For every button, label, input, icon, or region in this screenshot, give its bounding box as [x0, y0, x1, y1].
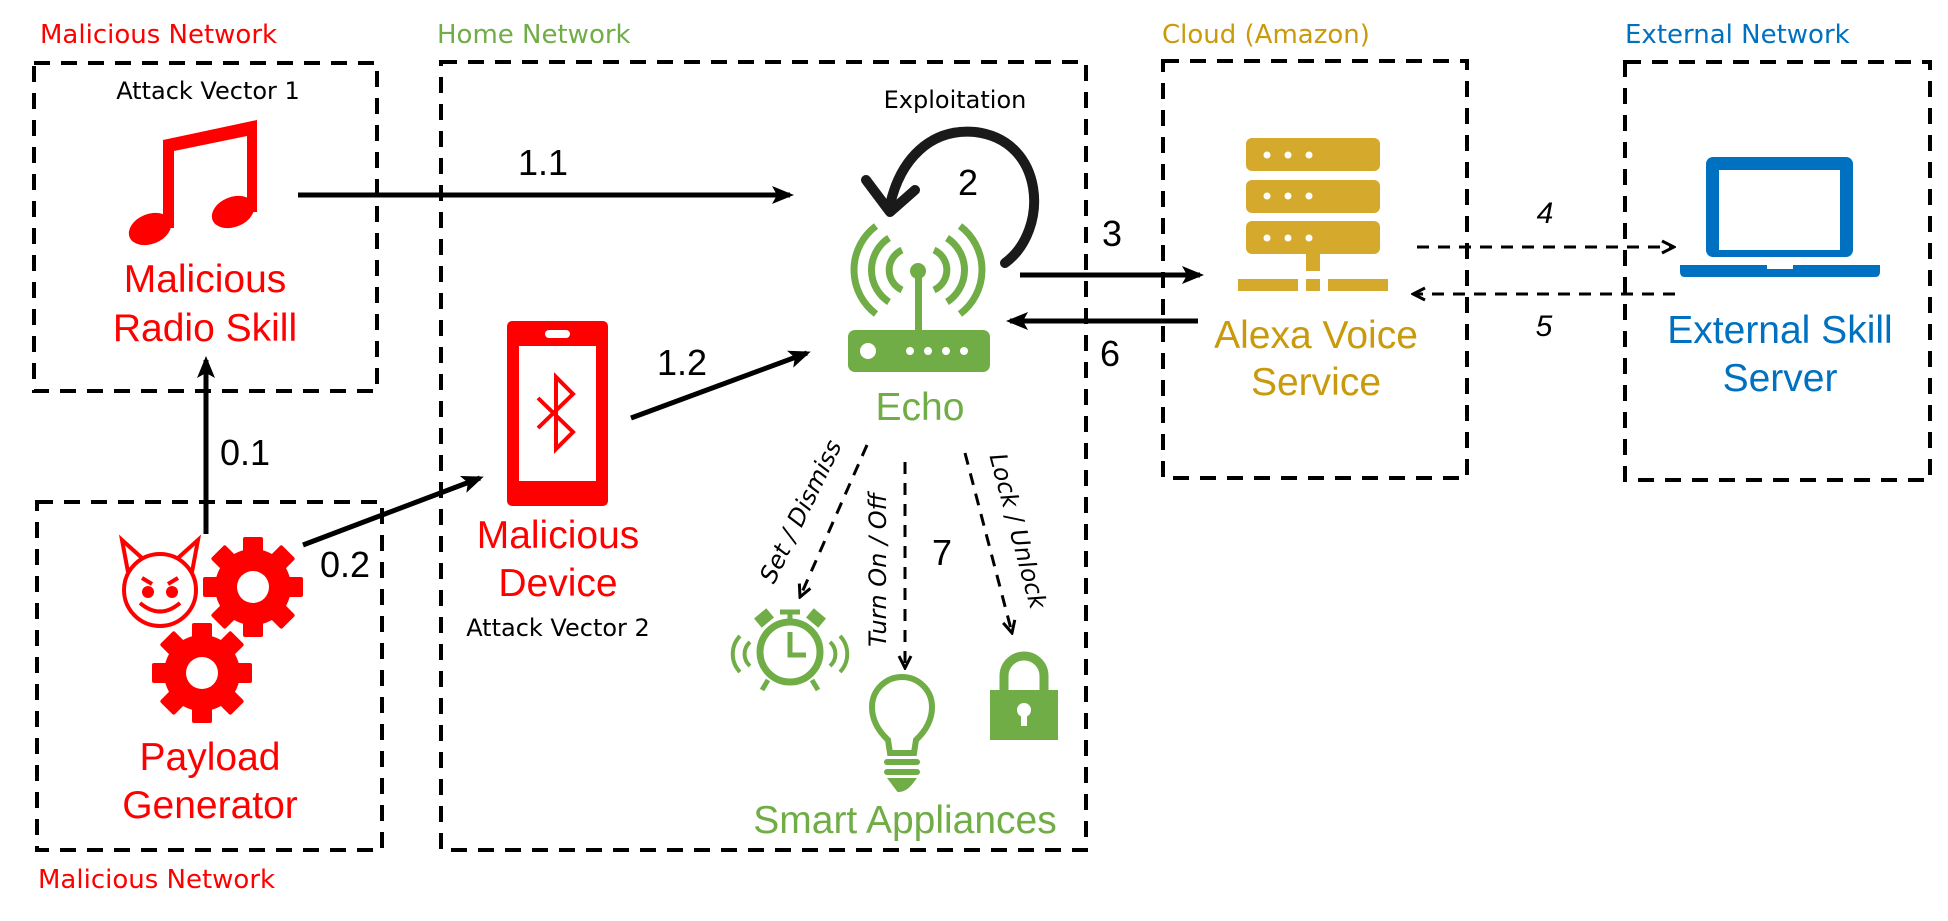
arrow-set-dismiss — [800, 444, 869, 597]
padlock-icon — [990, 651, 1058, 740]
edge-label-0-2: 0.2 — [320, 544, 370, 585]
edge-label-1-1: 1.1 — [518, 142, 568, 183]
avs-title-line2: Service — [1251, 361, 1381, 404]
laptop-icon — [1680, 157, 1880, 277]
edge-label-6: 6 — [1100, 333, 1120, 374]
edge-label-2: 2 — [958, 162, 978, 203]
action-label-light: Turn On / Off — [864, 490, 892, 647]
avs-title-line1: Alexa Voice — [1214, 314, 1418, 357]
zone-title-external: External Network — [1625, 20, 1850, 50]
alarm-clock-icon — [730, 608, 850, 692]
device-title-line2: Device — [498, 562, 617, 605]
payload-title-line1: Payload — [140, 736, 281, 779]
zone-title-malicious-top: Malicious Network — [40, 20, 277, 50]
external-server-title-line2: Server — [1723, 357, 1838, 400]
music-note-icon — [128, 120, 257, 246]
arrow-1-2 — [630, 350, 811, 421]
exploitation-label: Exploitation — [884, 86, 1027, 114]
edge-label-1-2: 1.2 — [657, 342, 707, 383]
payload-title-line2: Generator — [122, 784, 298, 827]
bluetooth-phone-icon — [507, 321, 608, 506]
exploitation-loop-arrow — [861, 126, 1040, 268]
external-network-box — [1623, 60, 1932, 482]
action-label-lock: Lock / Unlock — [984, 450, 1053, 613]
home-network-box — [439, 60, 1088, 852]
edge-label-7: 7 — [932, 532, 952, 573]
attack-vector-1-label: Attack Vector 1 — [116, 77, 300, 105]
echo-label: Echo — [876, 386, 965, 429]
external-server-title-line1: External Skill — [1667, 309, 1892, 352]
edge-label-3: 3 — [1102, 213, 1122, 254]
radio-skill-title-line2: Radio Skill — [113, 307, 297, 350]
edge-label-5: 5 — [1536, 310, 1553, 343]
gear-icon — [203, 537, 303, 637]
light-bulb-icon — [868, 674, 936, 793]
action-label-alarm: Set / Dismiss — [754, 435, 847, 587]
gear-icon-2 — [152, 623, 252, 723]
arrow-0-2 — [302, 475, 484, 548]
server-icon — [1238, 138, 1388, 291]
router-antenna-icon — [848, 223, 990, 372]
radio-skill-title-line1: Malicious — [124, 258, 287, 301]
arrow-lock-unlock — [963, 452, 1012, 633]
devil-face-icon — [118, 534, 202, 628]
smart-appliances-label: Smart Appliances — [753, 799, 1057, 842]
zone-title-malicious-bottom: Malicious Network — [38, 865, 275, 895]
payload-zone-box — [35, 500, 384, 852]
attack-vector-2-label: Attack Vector 2 — [466, 614, 650, 642]
zone-title-cloud: Cloud (Amazon) — [1162, 20, 1370, 50]
device-title-line1: Malicious — [477, 514, 640, 557]
edge-label-0-1: 0.1 — [220, 432, 270, 473]
edge-label-4: 4 — [1537, 197, 1554, 230]
zone-title-home: Home Network — [437, 20, 631, 50]
cloud-box — [1161, 59, 1469, 480]
